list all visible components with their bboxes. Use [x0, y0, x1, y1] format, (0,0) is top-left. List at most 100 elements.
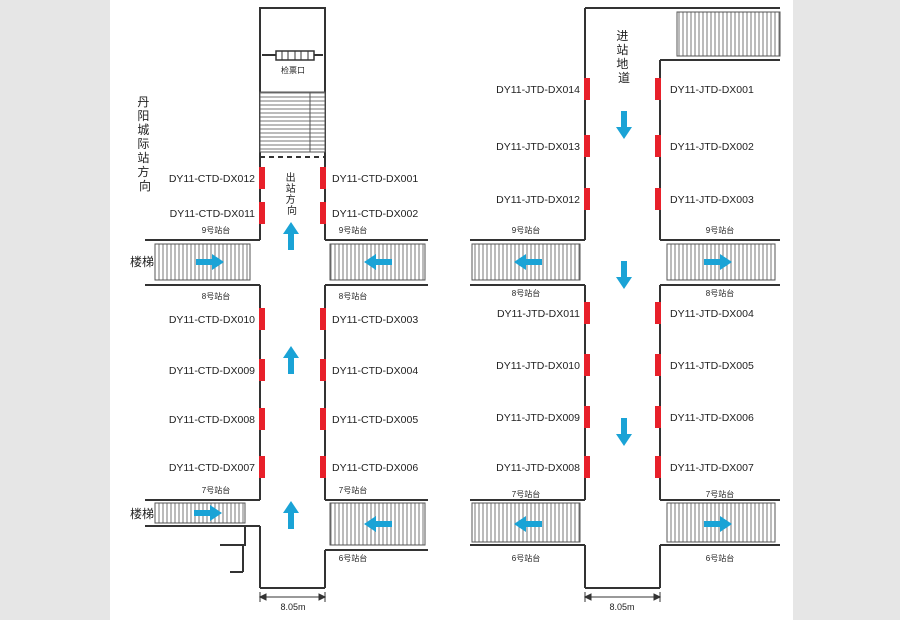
sign-marker	[655, 354, 661, 376]
left-step-wall	[220, 525, 246, 546]
platform-label: 6号站台	[512, 553, 540, 563]
sign-marker	[655, 78, 661, 100]
exit-direction-label: 出 站 方 向	[286, 171, 299, 217]
platform-label: 9号站台	[339, 225, 367, 235]
platform-label: 7号站台	[512, 489, 540, 499]
platform-label: 7号站台	[202, 485, 230, 495]
right-arrow-icon	[704, 254, 732, 270]
platform-label: 7号站台	[706, 489, 734, 499]
down-arrow-icon	[616, 261, 632, 289]
platform-label: 9号站台	[202, 225, 230, 235]
signs-layer: DY11-CTD-DX012DY11-CTD-DX011DY11-CTD-DX0…	[169, 78, 754, 478]
title-vertical: 丹 阳 城 际 站 方 向	[137, 95, 152, 193]
right-dimension	[583, 592, 662, 602]
platform-label: 6号站台	[339, 553, 367, 563]
right-top-stairs	[676, 11, 781, 57]
sign-label: DY11-JTD-DX013	[496, 141, 580, 153]
sign-label: DY11-JTD-DX007	[670, 462, 754, 474]
sign-label: DY11-CTD-DX012	[169, 173, 255, 185]
sign-label: DY11-JTD-DX005	[670, 360, 754, 372]
left-top-escalator	[309, 91, 326, 153]
sign-marker	[320, 167, 326, 189]
left-top-stairs	[259, 91, 311, 153]
sign-marker	[259, 456, 265, 478]
sign-marker	[584, 456, 590, 478]
platform-label: 8号站台	[706, 288, 734, 298]
platform-label: 8号站台	[339, 291, 367, 301]
sign-label: DY11-JTD-DX012	[496, 194, 580, 206]
sign-marker	[584, 78, 590, 100]
left-arrow-icon	[514, 254, 542, 270]
left-dimension	[258, 592, 327, 602]
sign-marker	[259, 202, 265, 224]
sign-marker	[655, 135, 661, 157]
sign-marker	[320, 456, 326, 478]
sign-marker	[655, 302, 661, 324]
sign-label: DY11-JTD-DX002	[670, 141, 754, 153]
sign-label: DY11-CTD-DX003	[332, 314, 418, 326]
sign-label: DY11-JTD-DX011	[497, 308, 580, 320]
platform-label: 7号站台	[339, 485, 367, 495]
entry-passage-label: 进 站 地 道	[616, 29, 631, 85]
right-arrow-icon	[704, 516, 732, 532]
sign-label: DY11-JTD-DX014	[496, 84, 580, 96]
diagram-svg: 检票口 丹 阳 城 际 站 方 向	[130, 7, 781, 612]
right-width-label: 8.05m	[609, 602, 634, 612]
up-arrow-icon	[283, 501, 299, 529]
sign-marker	[259, 408, 265, 430]
platform-label: 9号站台	[512, 225, 540, 235]
sign-marker	[584, 302, 590, 324]
sign-marker	[320, 408, 326, 430]
sign-marker	[320, 308, 326, 330]
sign-marker	[259, 167, 265, 189]
left-stairs-7-6-east	[329, 502, 426, 546]
platform-label: 8号站台	[512, 288, 540, 298]
sign-label: DY11-JTD-DX008	[496, 462, 580, 474]
sign-marker	[259, 359, 265, 381]
sign-marker	[320, 202, 326, 224]
sign-label: DY11-JTD-DX001	[670, 84, 754, 96]
right-arrow-icon	[194, 505, 222, 521]
sign-label: DY11-CTD-DX008	[169, 414, 255, 426]
sign-marker	[259, 308, 265, 330]
sign-marker	[584, 135, 590, 157]
arrows-layer	[194, 111, 732, 532]
left-arrow-icon	[364, 516, 392, 532]
sign-label: DY11-CTD-DX001	[332, 173, 418, 185]
sign-marker	[655, 456, 661, 478]
sign-label: DY11-JTD-DX010	[496, 360, 580, 372]
sign-marker	[584, 188, 590, 210]
down-arrow-icon	[616, 111, 632, 139]
sign-label: DY11-CTD-DX010	[169, 314, 255, 326]
sign-label: DY11-JTD-DX006	[670, 412, 754, 424]
ticket-gate	[262, 50, 323, 61]
sign-marker	[655, 188, 661, 210]
left-arrow-icon	[514, 516, 542, 532]
platform-label: 6号站台	[706, 553, 734, 563]
sign-marker	[320, 359, 326, 381]
sign-label: DY11-CTD-DX007	[169, 462, 255, 474]
right-arrow-icon	[196, 254, 224, 270]
platform-label: 9号站台	[706, 225, 734, 235]
up-arrow-icon	[283, 222, 299, 250]
sign-label: DY11-CTD-DX002	[332, 208, 418, 220]
left-width-label: 8.05m	[280, 602, 305, 612]
sign-label: DY11-JTD-DX004	[670, 308, 754, 320]
gate-label: 检票口	[281, 65, 305, 75]
sign-marker	[655, 406, 661, 428]
stairs-label-upper: 楼梯	[130, 254, 154, 269]
sign-marker	[584, 354, 590, 376]
sign-label: DY11-JTD-DX003	[670, 194, 754, 206]
platform-label: 8号站台	[202, 291, 230, 301]
left-arrow-icon	[364, 254, 392, 270]
sign-label: DY11-CTD-DX004	[332, 365, 418, 377]
sign-marker	[584, 406, 590, 428]
station-diagram: 检票口 丹 阳 城 际 站 方 向	[110, 0, 793, 620]
down-arrow-icon	[616, 418, 632, 446]
sign-label: DY11-CTD-DX005	[332, 414, 418, 426]
stairs-label-lower: 楼梯	[130, 506, 154, 521]
sign-label: DY11-CTD-DX011	[170, 208, 256, 220]
sign-label: DY11-CTD-DX006	[332, 462, 418, 474]
sign-label: DY11-JTD-DX009	[496, 412, 580, 424]
sign-label: DY11-CTD-DX009	[169, 365, 255, 377]
